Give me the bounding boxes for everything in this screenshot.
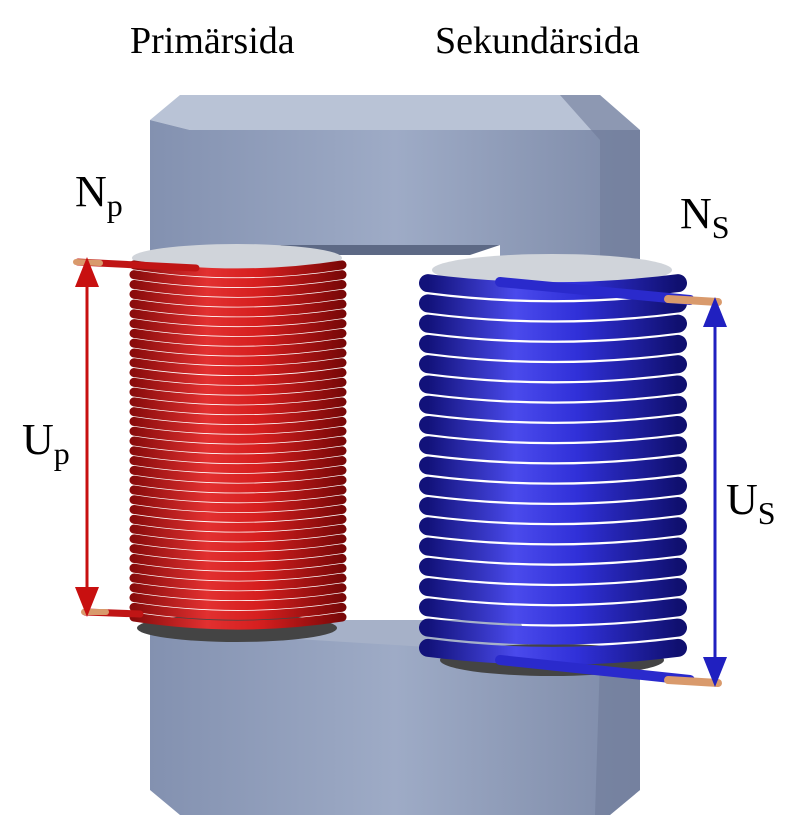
primary-coil-turn	[129, 436, 347, 454]
primary-coil-turn	[129, 348, 347, 366]
secondary-coil-turn	[419, 618, 687, 645]
primary-coil-turn	[129, 593, 347, 611]
primary-coil-turn	[129, 299, 347, 317]
primary-wire-end-top	[73, 259, 103, 266]
secondary-turns-subscript: S	[711, 209, 730, 245]
primary-coil-turn	[129, 553, 347, 571]
secondary-coil-turn	[419, 436, 687, 463]
secondary-turns-symbol: N	[680, 189, 712, 238]
primary-coil-turn	[129, 583, 347, 601]
secondary-coil-turn	[419, 497, 687, 524]
secondary-coil-turn	[419, 375, 687, 402]
primary-coil-turn	[129, 465, 347, 483]
secondary-coil-turn	[419, 355, 687, 382]
primary-coil-turn	[129, 456, 347, 474]
primary-coil-turn	[129, 387, 347, 405]
primary-side-label: Primärsida	[130, 20, 295, 62]
primary-coil-turn	[129, 289, 347, 307]
secondary-coil-turn	[419, 415, 687, 442]
primary-coil-turn	[129, 544, 347, 562]
core-window-shadow	[280, 245, 500, 255]
primary-coil-turn	[129, 446, 347, 464]
secondary-coil-turn	[419, 517, 687, 544]
primary-turns-label: Np	[75, 167, 123, 223]
primary-coil-turn	[129, 328, 347, 346]
secondary-coil-turn	[419, 456, 687, 483]
secondary-coil-turn	[419, 395, 687, 422]
primary-coil-turn	[129, 358, 347, 376]
secondary-voltage-symbol: U	[726, 475, 758, 524]
primary-coil-turn	[129, 495, 347, 513]
secondary-voltage-subscript: S	[757, 495, 776, 531]
primary-coil-turn	[129, 426, 347, 444]
core-bottom-yoke	[150, 630, 640, 815]
primary-coil-turn	[129, 563, 347, 581]
secondary-side-label: Sekundärsida	[435, 20, 640, 62]
core-top-yoke-top-face	[150, 95, 640, 130]
primary-coil-turn	[129, 504, 347, 522]
core-top-bevel	[560, 95, 640, 280]
primary-voltage-subscript: p	[53, 435, 70, 471]
primary-coil-turn	[129, 309, 347, 327]
secondary-coil-turn	[419, 578, 687, 605]
primary-coil-turn	[129, 377, 347, 395]
primary-turns-subscript: p	[106, 187, 123, 223]
primary-coil-turn	[129, 534, 347, 552]
primary-coil-turn	[129, 270, 347, 288]
secondary-wire-end-bottom	[664, 676, 722, 687]
secondary-coil-turn	[419, 314, 687, 341]
secondary-coil-bobbin-top	[432, 254, 672, 286]
primary-coil-turn	[129, 612, 347, 630]
primary-coil-turn	[129, 602, 347, 620]
secondary-coil-turn	[419, 598, 687, 625]
secondary-coil-turn	[419, 476, 687, 503]
primary-coil-turn	[129, 397, 347, 415]
secondary-wire-bottom-lead	[495, 655, 695, 685]
primary-voltage-label: Up	[22, 415, 70, 471]
core-top-yoke	[150, 120, 640, 280]
primary-coil-turn	[129, 368, 347, 385]
secondary-turns-label: NS	[680, 189, 730, 245]
primary-coil-turn	[129, 407, 347, 425]
secondary-coil	[419, 254, 722, 687]
primary-coil-turn	[129, 319, 347, 337]
primary-coil-turn	[129, 573, 347, 591]
iron-core	[150, 95, 640, 815]
secondary-coil-turn	[419, 638, 687, 665]
primary-coil-turn	[129, 338, 347, 356]
secondary-wire-end-top	[664, 295, 722, 306]
primary-coil-turn	[129, 475, 347, 493]
primary-coil-turn	[129, 416, 347, 434]
secondary-wire-top-lead	[495, 277, 695, 305]
core-bottom-bevel	[595, 660, 640, 815]
secondary-coil-turn	[419, 294, 687, 321]
primary-turns-symbol: N	[75, 167, 107, 216]
secondary-voltage-label: US	[726, 475, 776, 531]
primary-coil-turn	[129, 485, 347, 503]
secondary-coil-turn	[419, 557, 687, 584]
primary-coil-turn	[129, 524, 347, 542]
primary-voltage-symbol: U	[22, 415, 54, 464]
secondary-coil-turn	[419, 334, 687, 361]
primary-coil	[73, 244, 347, 642]
primary-coil-turn	[129, 279, 347, 297]
secondary-coil-turn	[419, 537, 687, 564]
primary-coil-turn	[129, 514, 347, 532]
